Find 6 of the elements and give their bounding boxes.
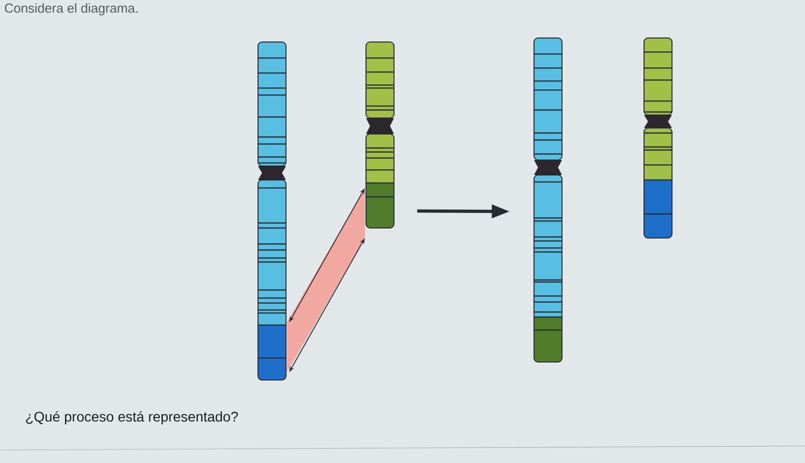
question-text: ¿Qué proceso está representado?: [26, 411, 238, 424]
chromosome-drawing: [644, 38, 672, 238]
chromosome-drawing: [366, 42, 394, 228]
chromosome-drawing: [534, 38, 562, 362]
chromosome-drawing: [258, 42, 286, 380]
heading: Considera el diagrama.: [4, 3, 138, 16]
